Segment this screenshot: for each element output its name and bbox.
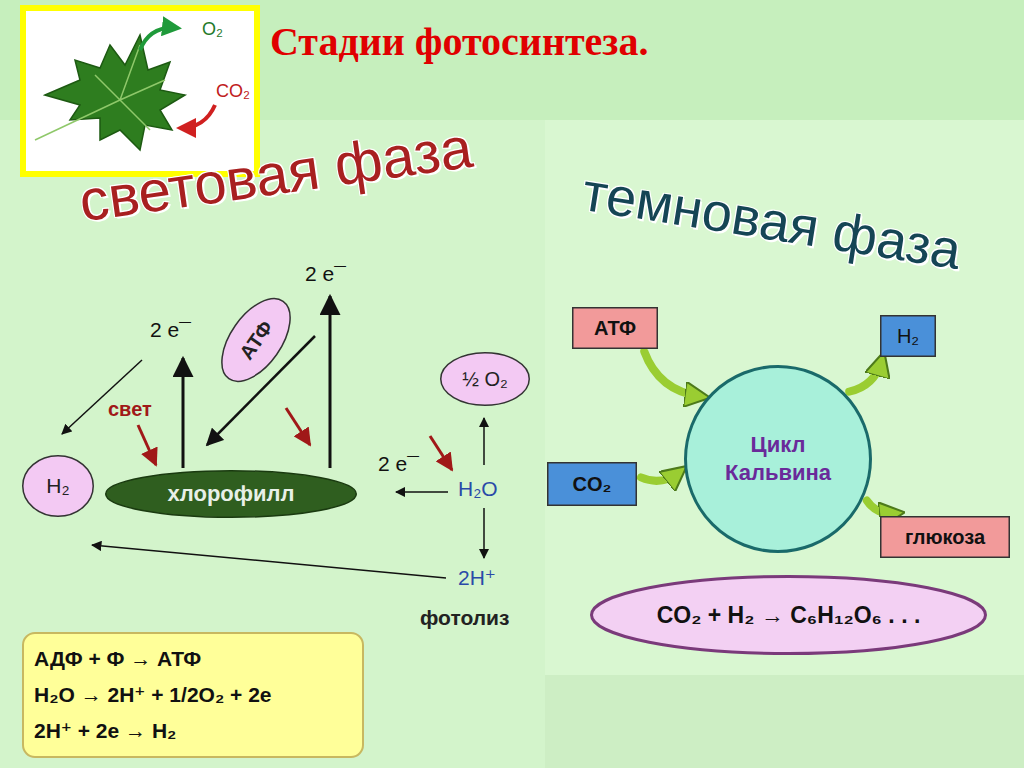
diagram-label: свет	[108, 398, 152, 421]
node-text: H₂O → 2H⁺ + 1/2O₂ + 2e	[34, 677, 272, 713]
node-text: H₂	[46, 474, 69, 498]
node-text: CO₂ + H₂ → C₆H₁₂O₆ . . .	[657, 602, 921, 629]
calvin-cycle-circle: Цикл Кальвина	[684, 365, 872, 553]
calvin-cycle-circle-outline	[684, 365, 872, 553]
node-text: O₂	[202, 19, 223, 40]
node-text: хлорофилл	[168, 481, 295, 507]
node-text: 2H⁺ + 2e → H₂	[34, 713, 176, 749]
curved-arrow	[641, 472, 679, 481]
curved-arrow	[849, 361, 881, 392]
oxygen-ellipse: ½ O₂	[440, 352, 530, 406]
curved-arrow	[867, 500, 895, 513]
equation-ellipse: CO₂ + H₂ → C₆H₁₂O₆ . . .	[590, 575, 987, 655]
node-text: ½ O₂	[462, 368, 508, 391]
node-text: CO₂	[216, 81, 250, 102]
equations-box: АДФ + Ф → АТФH₂O → 2H⁺ + 1/2O₂ + 2e2H⁺ +…	[22, 632, 364, 758]
diagram-label: 2 e¯	[305, 262, 346, 286]
chlorophyll-ellipse: хлорофилл	[105, 470, 357, 518]
curved-arrow	[644, 352, 700, 397]
node-text: CO₂	[573, 473, 612, 496]
diagram-label: H₂O	[458, 477, 498, 501]
diagram-label: фотолиз	[420, 606, 509, 630]
node-text: H₂	[897, 325, 919, 348]
diagram-label: 2H⁺	[458, 566, 496, 590]
diagram-label: 2 e¯	[378, 452, 419, 476]
atp-box: АТФ	[572, 307, 658, 349]
node-text: Цикл Кальвина	[718, 431, 838, 487]
title: Стадии фотосинтеза.	[270, 18, 648, 65]
node-text: глюкоза	[905, 526, 985, 549]
co2-box: CO₂	[547, 462, 637, 506]
hydrogen-ellipse: H₂	[22, 455, 94, 517]
node-text: АТФ	[594, 317, 636, 340]
glucose-box: глюкоза	[880, 516, 1010, 558]
hydrogen-box: H₂	[880, 315, 936, 357]
diagram-label: 2 e¯	[150, 318, 191, 342]
node-text: АДФ + Ф → АТФ	[34, 641, 201, 677]
